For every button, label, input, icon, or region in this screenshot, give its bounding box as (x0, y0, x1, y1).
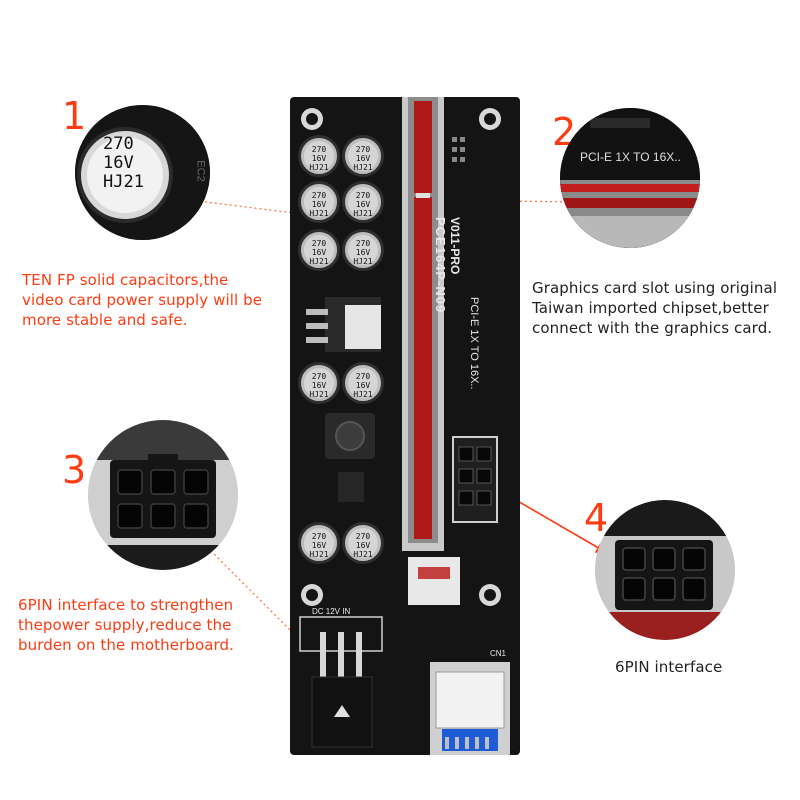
zoom-cap-line2: 16V (103, 153, 134, 173)
capacitor-line1: 270 (355, 239, 371, 248)
capacitor-line3: HJ21 (353, 550, 373, 559)
capacitor-line3: HJ21 (309, 390, 329, 399)
zoom-cap-ref: EC2 (194, 160, 207, 182)
capacitor-line3: HJ21 (353, 163, 373, 172)
zoom-circle-capacitor: 270 16V HJ21 EC2 (75, 105, 210, 240)
callout-caption-4: 6PIN interface (615, 658, 723, 676)
capacitor-line1: 270 (311, 191, 327, 200)
zoom-circle-6pin-large (88, 420, 238, 570)
capacitor-line3: HJ21 (353, 209, 373, 218)
callout-number-4: 4 (584, 496, 609, 540)
capacitor-line1: 270 (355, 372, 371, 381)
capacitor-line1: 270 (311, 372, 327, 381)
capacitor-line3: HJ21 (309, 257, 329, 266)
capacitor-line1: 270 (311, 145, 327, 154)
capacitor-line2: 16V (311, 248, 327, 257)
capacitor-line2: 16V (311, 154, 327, 163)
callout-number-1: 1 (62, 94, 87, 138)
capacitor-line1: 270 (355, 191, 371, 200)
zoom-cap-line1: 270 (103, 134, 134, 154)
capacitor-line1: 270 (355, 145, 371, 154)
callout-caption-1: TEN FP solid capacitors,the video card p… (22, 271, 263, 329)
zoom-circle-slot: PCI-E 1X TO 16X.. (560, 108, 700, 248)
capacitor-line1: 270 (311, 532, 327, 541)
usb-label: CN1 (490, 649, 507, 658)
capacitor-line3: HJ21 (309, 163, 329, 172)
capacitor-line2: 16V (355, 541, 371, 550)
capacitor-line2: 16V (311, 200, 327, 209)
capacitor-line2: 16V (355, 248, 371, 257)
callout-number-3: 3 (62, 448, 87, 492)
capacitor-line2: 16V (355, 381, 371, 390)
board-version-text: V011-PRO (448, 217, 462, 275)
capacitor-line2: 16V (311, 541, 327, 550)
capacitor-line3: HJ21 (353, 257, 373, 266)
capacitor-line1: 270 (355, 532, 371, 541)
power-label: DC 12V IN (312, 607, 351, 616)
zoom-circle-6pin-small (595, 500, 735, 640)
zoom-slot-text: PCI-E 1X TO 16X.. (580, 150, 681, 164)
callout-caption-3: 6PIN interface to strengthen thepower su… (18, 596, 235, 654)
capacitor-line2: 16V (311, 381, 327, 390)
capacitor-line3: HJ21 (309, 550, 329, 559)
callout-caption-2: Graphics card slot using original Taiwan… (532, 279, 778, 337)
zoom-cap-line3: HJ21 (103, 172, 144, 192)
capacitor-line2: 16V (355, 200, 371, 209)
capacitor-line1: 270 (311, 239, 327, 248)
capacitor-line2: 16V (355, 154, 371, 163)
capacitor-line3: HJ21 (353, 390, 373, 399)
capacitor-line3: HJ21 (309, 209, 329, 218)
board-model-text: PCE164P-N09 (433, 217, 448, 314)
board-description-text: PCI-E 1X TO 16X.. (468, 297, 480, 390)
